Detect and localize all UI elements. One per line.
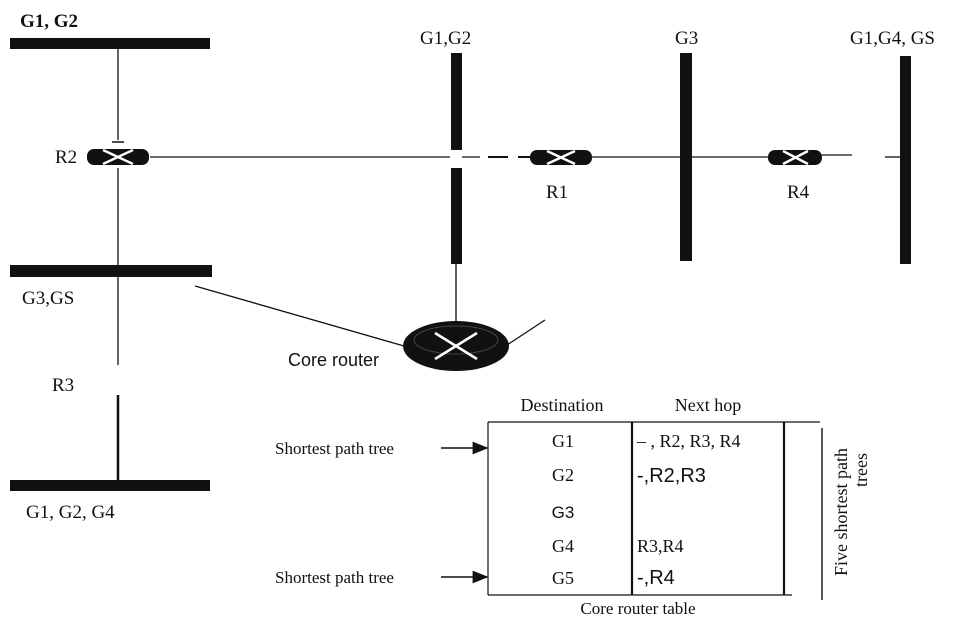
label-network-top-left: G1, G2 (20, 11, 78, 32)
core-router (403, 321, 509, 371)
side-label: Five shortest path trees (831, 448, 871, 576)
shortest-path-tree-label: Shortest path tree (275, 439, 394, 458)
network-bottom-left (10, 480, 210, 491)
network-right (900, 56, 911, 264)
table-cell-destination: G4 (552, 536, 574, 556)
table-header-next-hop: Next hop (675, 395, 742, 415)
router-r2 (87, 141, 149, 166)
table-header-destination: Destination (521, 395, 604, 415)
router-r1 (530, 149, 592, 166)
table-caption: Core router table (580, 599, 695, 618)
network-g3 (680, 53, 692, 261)
links (116, 49, 900, 480)
label-network-left-middle: G3,GS (22, 288, 74, 309)
table-cell-destination: G1 (552, 431, 574, 451)
shortest-path-tree-label: Shortest path tree (275, 568, 394, 587)
side-label-line1: Five shortest path (831, 448, 851, 576)
table-cell-next-hop: – , R2, R3, R4 (636, 431, 741, 451)
label-router-r1: R1 (546, 182, 568, 203)
label-network-middle: G1,G2 (420, 28, 471, 49)
label-network-bottom-left: G1, G2, G4 (26, 502, 115, 523)
label-network-g3: G3 (675, 28, 698, 49)
network-middle-upper (451, 53, 462, 150)
table-cell-destination: G3 (552, 503, 575, 522)
label-network-right: G1,G4, GS (850, 28, 935, 49)
label-core-router: Core router (288, 350, 379, 370)
label-router-r4: R4 (787, 182, 810, 203)
table-cell-next-hop: -,R2,R3 (637, 465, 706, 487)
network-middle-lower (451, 168, 462, 264)
network-top-left (10, 38, 210, 49)
label-router-r2: R2 (55, 147, 77, 168)
side-label-line2: trees (851, 453, 871, 487)
table-cell-next-hop: -,R4 (637, 567, 675, 589)
table-cell-destination: G5 (552, 568, 574, 588)
router-r4 (768, 149, 822, 166)
table-cell-destination: G2 (552, 465, 574, 485)
label-router-r3: R3 (52, 375, 74, 396)
core-router-table: Destination Next hop G1 – , R2, R3, R4 G… (275, 395, 871, 618)
table-cell-next-hop: R3,R4 (637, 536, 684, 556)
network-left-middle (10, 265, 212, 277)
